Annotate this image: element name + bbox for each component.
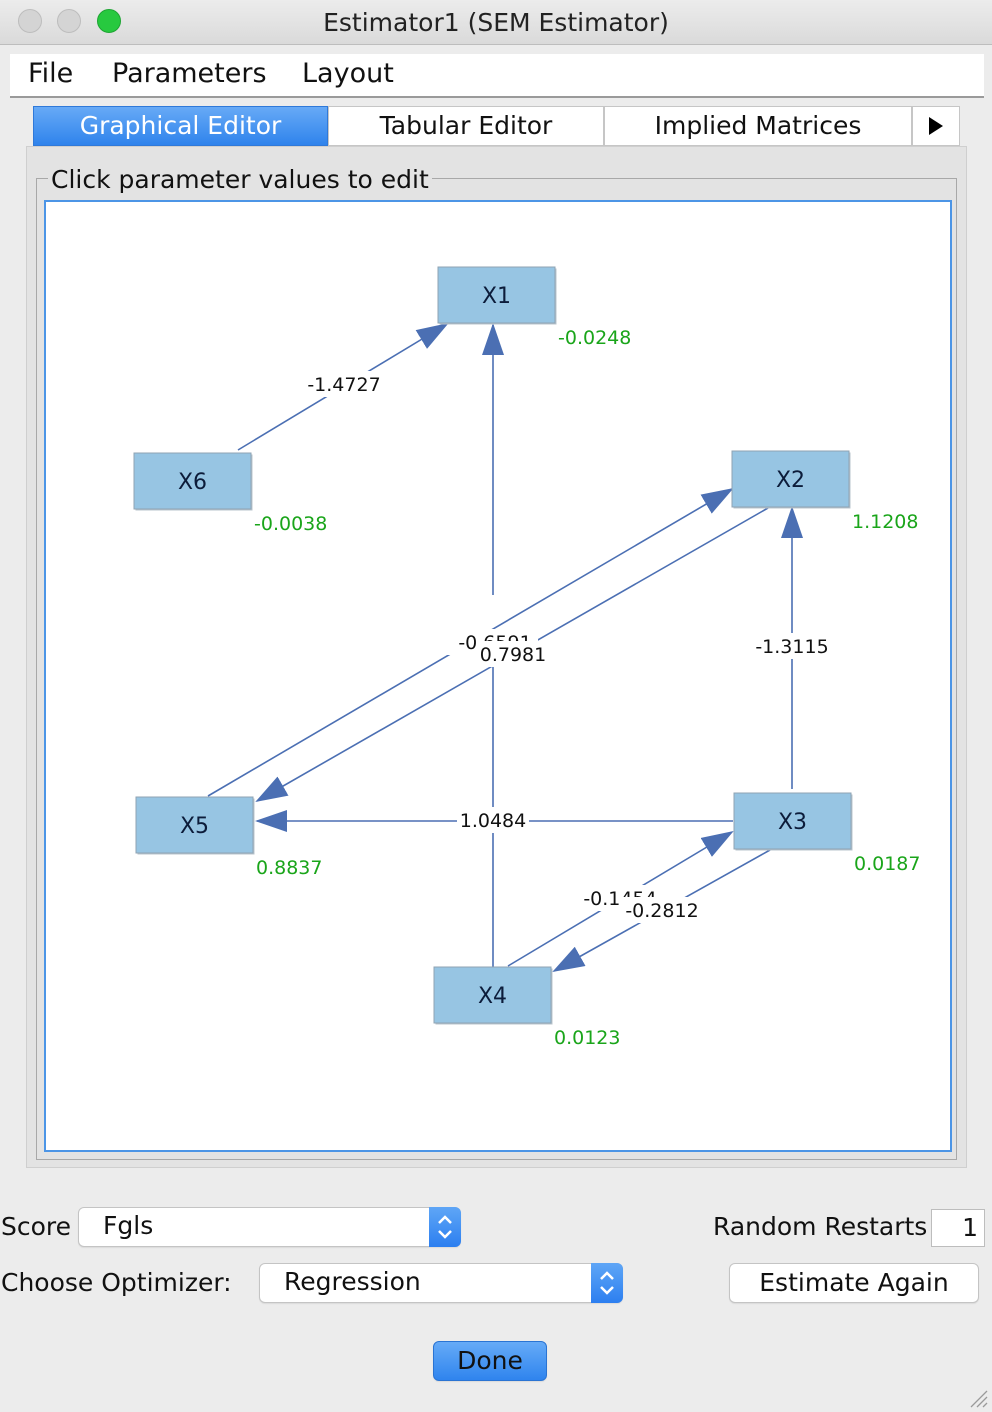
triangle-right-icon <box>929 117 943 135</box>
node-x4[interactable] <box>433 966 552 1024</box>
node-x5[interactable] <box>135 796 254 854</box>
optimizer-label: Choose Optimizer: <box>1 1268 232 1297</box>
node-x2[interactable] <box>731 450 850 508</box>
title-bar: Estimator1 (SEM Estimator) <box>0 0 992 45</box>
score-label: Score <box>1 1212 72 1241</box>
menu-parameters[interactable]: Parameters <box>112 58 267 89</box>
up-down-chevron-icon <box>438 1215 452 1239</box>
close-window-button[interactable] <box>18 9 42 33</box>
editor-group-box <box>36 178 957 1160</box>
variance-x6[interactable]: -0.0038 <box>254 513 327 535</box>
zoom-window-button[interactable] <box>97 9 121 33</box>
node-label-x1: X1 <box>482 284 511 309</box>
tab-graphical-editor[interactable]: Graphical Editor <box>33 106 328 146</box>
edge-label-bg-x6-to-x1 <box>302 371 386 397</box>
menu-file[interactable]: File <box>28 58 74 89</box>
node-x1[interactable] <box>437 266 556 324</box>
node-x3[interactable] <box>733 792 852 850</box>
node-label-x3: X3 <box>778 810 807 835</box>
variance-x1[interactable]: -0.0248 <box>558 327 631 349</box>
minimize-window-button[interactable] <box>57 9 81 33</box>
random-restarts-value: 1 <box>962 1213 978 1242</box>
tab-implied-matrices[interactable]: Implied Matrices <box>604 106 912 146</box>
variance-x3[interactable]: 0.0187 <box>854 853 920 875</box>
node-label-x2: X2 <box>776 468 805 493</box>
up-down-chevron-icon <box>600 1271 614 1295</box>
score-select-value: Fgls <box>103 1211 154 1240</box>
edge-coefficient-x3-to-x4[interactable]: -0.2812 <box>625 900 698 922</box>
score-select-stepper[interactable] <box>429 1207 461 1247</box>
score-select[interactable]: Fgls <box>78 1207 461 1247</box>
optimizer-select-value: Regression <box>284 1267 421 1296</box>
menu-bar: File Parameters Layout <box>10 54 984 98</box>
edge-label-bg-x3-to-x5 <box>457 807 529 833</box>
resize-grip-icon[interactable] <box>968 1388 988 1408</box>
variance-x5[interactable]: 0.8837 <box>256 857 322 879</box>
optimizer-select-stepper[interactable] <box>591 1263 623 1303</box>
edge-coefficient-x3-to-x2[interactable]: -1.3115 <box>755 636 828 658</box>
optimizer-select[interactable]: Regression <box>259 1263 623 1303</box>
tab-scroll-button[interactable] <box>912 106 960 146</box>
edge-coefficient-x3-to-x5[interactable]: 1.0484 <box>460 810 526 832</box>
variance-x4[interactable]: 0.0123 <box>554 1027 620 1049</box>
edge-label-bg-x2-to-x5 <box>477 641 549 667</box>
estimate-again-button[interactable]: Estimate Again <box>729 1263 979 1303</box>
sem-graph: -1.47271.2493-0.65910.7981-1.31151.0484-… <box>133 266 920 1049</box>
edge-coefficient-x6-to-x1[interactable]: -1.4727 <box>307 374 380 396</box>
editor-tabs: Graphical Editor Tabular Editor Implied … <box>33 106 960 146</box>
tab-tabular-editor[interactable]: Tabular Editor <box>328 106 604 146</box>
edge-label-bg-x3-to-x4 <box>621 897 703 923</box>
window-title: Estimator1 (SEM Estimator) <box>323 8 669 37</box>
editor-group-legend: Click parameter values to edit <box>48 165 432 194</box>
edge-coefficient-x2-to-x5[interactable]: 0.7981 <box>480 644 546 666</box>
node-label-x5: X5 <box>180 814 209 839</box>
menu-layout[interactable]: Layout <box>302 58 394 89</box>
done-button[interactable]: Done <box>433 1341 547 1381</box>
edge-label-bg-x3-to-x2 <box>750 633 834 659</box>
node-x6[interactable] <box>133 452 252 510</box>
random-restarts-input[interactable]: 1 <box>931 1209 985 1247</box>
random-restarts-label: Random Restarts <box>713 1212 928 1241</box>
node-label-x6: X6 <box>178 470 207 495</box>
node-label-x4: X4 <box>478 984 507 1009</box>
variance-x2[interactable]: 1.1208 <box>852 511 918 533</box>
